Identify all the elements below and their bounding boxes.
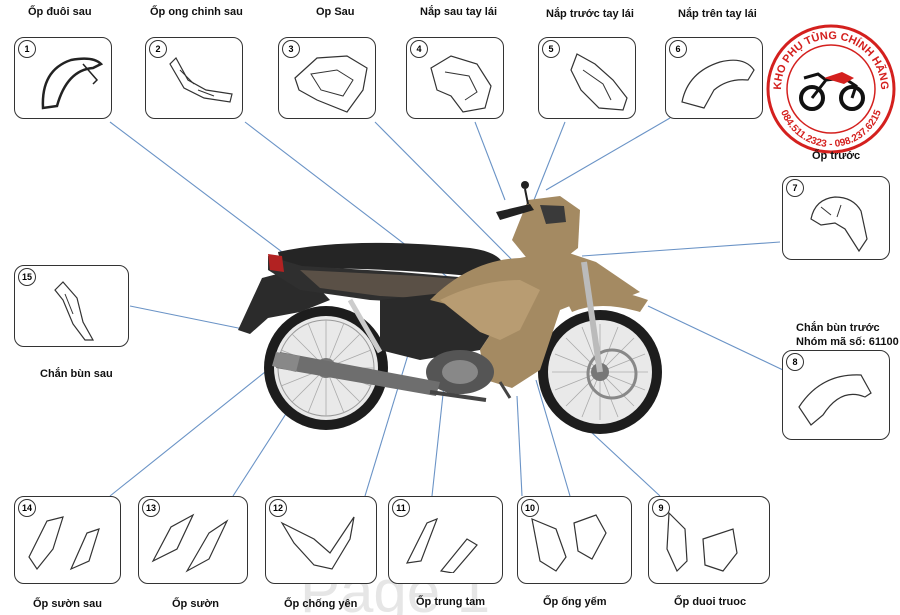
label-part-15: Chắn bùn sau: [40, 368, 113, 380]
label-part-1: Ốp đuôi sau: [28, 6, 92, 18]
front-mudguard-icon: [798, 374, 872, 426]
part-box-7[interactable]: 7: [782, 176, 890, 260]
front-cover-icon: [810, 196, 868, 253]
rear-handlebar-cover-icon: [430, 55, 492, 113]
part-box-15[interactable]: 15: [14, 265, 129, 347]
part-box-5[interactable]: 5: [538, 37, 636, 119]
part-box-11[interactable]: 11: [388, 496, 503, 584]
label-part-8-code: Nhóm mã số: 61100: [796, 336, 899, 348]
label-part-10: Ốp ống yếm: [543, 596, 607, 608]
part-number: 14: [18, 499, 36, 517]
rear-cover-icon: [294, 55, 368, 113]
rear-tail-cover-icon: [41, 57, 104, 110]
part-number: 13: [142, 499, 160, 517]
part-number: 7: [786, 179, 804, 197]
front-handlebar-cover-icon: [570, 53, 628, 111]
label-part-6: Nắp trên tay lái: [678, 8, 757, 20]
part-box-13[interactable]: 13: [138, 496, 248, 584]
part-box-1[interactable]: 1: [14, 37, 112, 119]
part-number: 5: [542, 40, 560, 58]
part-box-4[interactable]: 4: [406, 37, 504, 119]
label-part-3: Op Sau: [316, 6, 355, 18]
label-part-11: Ốp trung tam: [416, 596, 486, 608]
brand-logo: KHO PHỤ TÙNG CHÍNH HÃNG 084.511.2323 - 0…: [764, 22, 898, 156]
part-number: 6: [669, 40, 687, 58]
part-number: 10: [521, 499, 539, 517]
label-part-7: Ốp trước: [812, 150, 861, 162]
top-handlebar-cover-icon: [681, 59, 755, 109]
part-number: 9: [652, 499, 670, 517]
part-number: 12: [269, 499, 287, 517]
label-part-4: Nắp sau tay lái: [420, 6, 498, 18]
part-box-12[interactable]: 12: [265, 496, 377, 584]
part-box-3[interactable]: 3: [278, 37, 376, 119]
label-part-2: Ốp ong chinh sau: [150, 6, 243, 18]
label-part-13: Ốp sườn: [172, 598, 219, 610]
main-rear-cover-icon: [169, 57, 233, 103]
part-number: 3: [282, 40, 300, 58]
front-lower-cover-icon: [666, 511, 738, 573]
part-box-2[interactable]: 2: [145, 37, 243, 119]
seat-support-cover-icon: [280, 516, 355, 570]
label-part-9: Ốp duoi truoc: [674, 596, 747, 608]
rear-mudguard-icon: [54, 281, 95, 341]
center-cover-icon: [405, 517, 478, 573]
side-cover-icon: [151, 513, 229, 573]
motorcycle-icon: [799, 72, 865, 111]
part-number: 11: [392, 499, 410, 517]
label-part-8: Chắn bùn trước: [796, 322, 880, 334]
part-box-6[interactable]: 6: [665, 37, 763, 119]
part-number: 1: [18, 40, 36, 58]
part-box-14[interactable]: 14: [14, 496, 121, 584]
part-number: 2: [149, 40, 167, 58]
part-number: 15: [18, 268, 36, 286]
label-part-12: Ốp chống yên: [284, 598, 358, 610]
part-number: 4: [410, 40, 428, 58]
part-number: 8: [786, 353, 804, 371]
rear-side-cover-icon: [28, 516, 100, 571]
part-box-8[interactable]: 8: [782, 350, 890, 440]
part-box-10[interactable]: 10: [517, 496, 632, 584]
part-box-9[interactable]: 9: [648, 496, 770, 584]
label-part-5: Nắp trước tay lái: [546, 8, 634, 20]
leg-shield-cover-icon: [531, 514, 607, 572]
label-part-14: Ốp sườn sau: [33, 598, 102, 610]
